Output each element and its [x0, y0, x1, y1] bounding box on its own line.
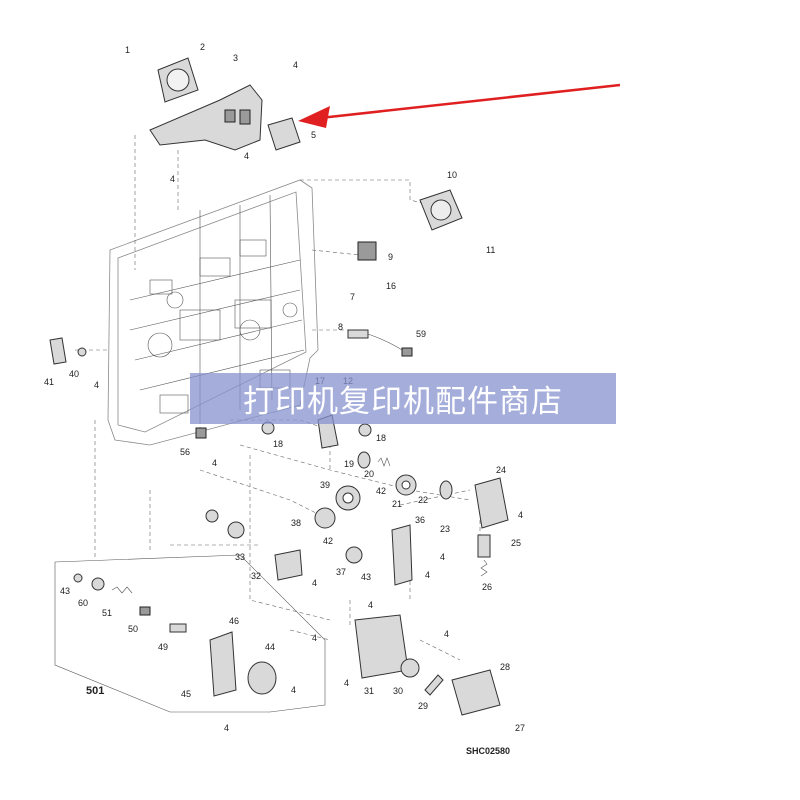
part-5-filter	[267, 117, 301, 151]
callout-19: 19	[344, 459, 354, 469]
callout-60: 60	[78, 598, 88, 608]
part-36-bracket	[391, 524, 413, 586]
part-2-fan-housing	[157, 57, 199, 103]
part-31-bracket	[354, 614, 409, 679]
part-56-plate	[195, 427, 207, 439]
callout-36: 36	[415, 515, 425, 525]
red-arrow-pointer	[298, 83, 621, 128]
drawing-code: SHC02580	[466, 746, 510, 756]
callout-33: 33	[235, 552, 245, 562]
part-26-spring	[480, 559, 488, 577]
part-32-bracket	[274, 549, 303, 581]
callout-46: 46	[229, 616, 239, 626]
callout-2: 2	[200, 42, 205, 52]
part-19-roller	[357, 451, 371, 469]
part-18-gear	[261, 421, 372, 437]
callout-37: 37	[336, 567, 346, 577]
callout-labels: 1 2 3 4 5 7 8 9 10 11 12 16 17 18 19 20 …	[44, 42, 525, 733]
part-39-gear	[335, 485, 361, 511]
callout-4-screw: 4	[368, 600, 373, 610]
callout-18-b: 18	[376, 433, 386, 443]
part-22-bushing	[439, 480, 453, 500]
callout-4-screw: 4	[212, 458, 217, 468]
part-3-duct	[149, 84, 263, 151]
callout-9: 9	[388, 252, 393, 262]
callout-29: 29	[418, 701, 428, 711]
callout-50: 50	[128, 624, 138, 634]
callout-39: 39	[320, 480, 330, 490]
callout-10: 10	[447, 170, 457, 180]
callout-1: 1	[125, 45, 130, 55]
part-41-bracket	[49, 337, 87, 365]
part-30-gear	[400, 658, 420, 678]
callout-11: 11	[486, 245, 495, 255]
callout-4-screw: 4	[312, 578, 317, 588]
part-37-gear	[345, 546, 363, 564]
callout-27: 27	[515, 723, 525, 733]
part-10-fan	[419, 189, 463, 231]
callout-42: 42	[376, 486, 386, 496]
part-29-worm	[424, 674, 444, 696]
callout-5: 5	[311, 130, 316, 140]
callout-49: 49	[158, 642, 168, 652]
callout-23: 23	[440, 524, 450, 534]
callout-43-b: 43	[60, 586, 70, 596]
callout-26: 26	[482, 582, 492, 592]
callout-4: 4	[293, 60, 298, 70]
part-20-spring	[377, 457, 391, 467]
callout-45: 45	[181, 689, 191, 699]
watermark-text: 打印机复印机配件商店	[243, 384, 563, 420]
part-25-solenoid	[477, 534, 491, 558]
callout-32: 32	[251, 571, 261, 581]
callout-31: 31	[364, 686, 374, 696]
callout-21: 21	[392, 499, 402, 509]
assembly-501-box	[54, 554, 326, 713]
callout-44: 44	[265, 642, 275, 652]
callout-41: 41	[44, 377, 54, 387]
part-9-switch	[357, 241, 377, 261]
callout-501: 501	[86, 685, 104, 697]
callout-4-screw: 4	[312, 633, 317, 643]
callout-4-screw: 4	[170, 174, 175, 184]
part-21-gear	[395, 474, 417, 496]
callout-4-screw: 4	[244, 151, 249, 161]
callout-43: 43	[361, 572, 371, 582]
callout-7: 7	[350, 292, 355, 302]
callout-4-screw: 4	[425, 570, 430, 580]
callout-40: 40	[69, 369, 79, 379]
callout-24: 24	[496, 465, 506, 475]
part-top-gears	[205, 509, 245, 539]
callout-4-screw: 4	[444, 629, 449, 639]
part-38-gear	[314, 507, 336, 529]
assembly-501-parts	[73, 573, 277, 697]
callout-4-screw: 4	[344, 678, 349, 688]
callout-30: 30	[393, 686, 403, 696]
callout-3: 3	[233, 53, 238, 63]
callout-4-screw: 4	[291, 685, 296, 695]
callout-4-screw: 4	[518, 510, 523, 520]
callout-38: 38	[291, 518, 301, 528]
callout-18: 18	[273, 439, 283, 449]
callout-8: 8	[338, 322, 343, 332]
callout-51: 51	[102, 608, 112, 618]
callout-56: 56	[180, 447, 190, 457]
watermark-band: 打印机复印机配件商店	[190, 373, 616, 424]
part-8-sensor	[347, 329, 413, 357]
callout-16: 16	[386, 281, 396, 291]
callout-28: 28	[500, 662, 510, 672]
callout-22: 22	[418, 495, 428, 505]
callout-20: 20	[364, 469, 374, 479]
part-24-motor	[474, 477, 509, 529]
callout-4-screw: 4	[94, 380, 99, 390]
callout-25: 25	[511, 538, 521, 548]
callout-4-screw: 4	[224, 723, 229, 733]
callout-4-screw: 4	[440, 552, 445, 562]
callout-59: 59	[416, 329, 426, 339]
part-28-motor	[451, 669, 501, 716]
callout-42-b: 42	[323, 536, 333, 546]
